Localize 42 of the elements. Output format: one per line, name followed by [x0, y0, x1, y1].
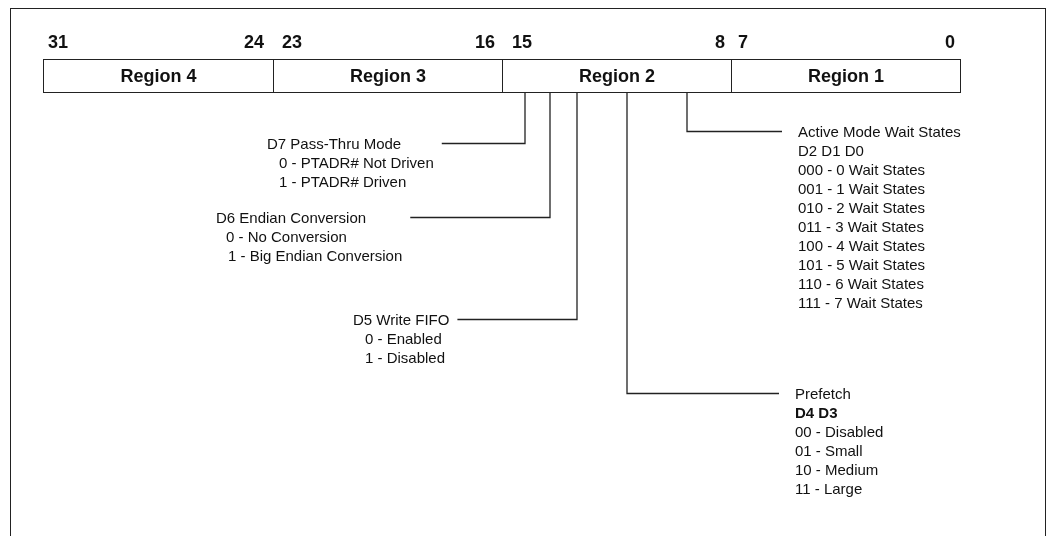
field-heading: Active Mode Wait States	[798, 122, 961, 141]
value-option: 10 - Medium	[795, 460, 879, 479]
leader-line	[456, 92, 578, 321]
value-option: 000 - 0 Wait States	[798, 160, 925, 179]
value-option: 0 - No Conversion	[226, 227, 347, 246]
value-option: 011 - 3 Wait States	[798, 217, 924, 236]
bit-number: 0	[945, 32, 955, 53]
value-option: 11 - Large	[795, 479, 863, 498]
leader-line	[626, 92, 780, 395]
field-heading: D7 Pass-Thru Mode	[267, 134, 402, 153]
value-option: 001 - 1 Wait States	[798, 179, 925, 198]
value-option: 00 - Disabled	[795, 422, 884, 441]
value-option: 1 - PTADR# Driven	[279, 172, 407, 191]
value-option: 1 - Big Endian Conversion	[228, 246, 403, 265]
field-heading: D5 Write FIFO	[353, 310, 450, 329]
leader-line	[409, 92, 551, 219]
value-option: 111 - 7 Wait States	[798, 293, 923, 312]
value-option: 100 - 4 Wait States	[798, 236, 925, 255]
bit-number: 7	[738, 32, 748, 53]
field-heading: Prefetch	[795, 384, 851, 403]
value-option: D4 D3	[795, 403, 838, 422]
register-field: Region 2	[502, 59, 732, 93]
bit-number: 16	[475, 32, 496, 53]
leader-line	[441, 92, 526, 145]
leader-line	[686, 92, 783, 133]
register-field: Region 3	[273, 59, 503, 93]
value-option: 0 - Enabled	[365, 329, 442, 348]
field-heading: D6 Endian Conversion	[216, 208, 367, 227]
value-option: 0 - PTADR# Not Driven	[279, 153, 434, 172]
bit-number: 8	[715, 32, 725, 53]
bit-number: 23	[282, 32, 303, 53]
register-field: Region 4	[43, 59, 274, 93]
bit-number: 31	[48, 32, 69, 53]
value-option: 1 - Disabled	[365, 348, 446, 367]
value-option: 010 - 2 Wait States	[798, 198, 925, 217]
value-option: 01 - Small	[795, 441, 863, 460]
bit-number: 24	[244, 32, 265, 53]
register-field: Region 1	[731, 59, 961, 93]
value-option: D2 D1 D0	[798, 141, 864, 160]
value-option: 101 - 5 Wait States	[798, 255, 925, 274]
value-option: 110 - 6 Wait States	[798, 274, 924, 293]
bit-number: 15	[512, 32, 533, 53]
